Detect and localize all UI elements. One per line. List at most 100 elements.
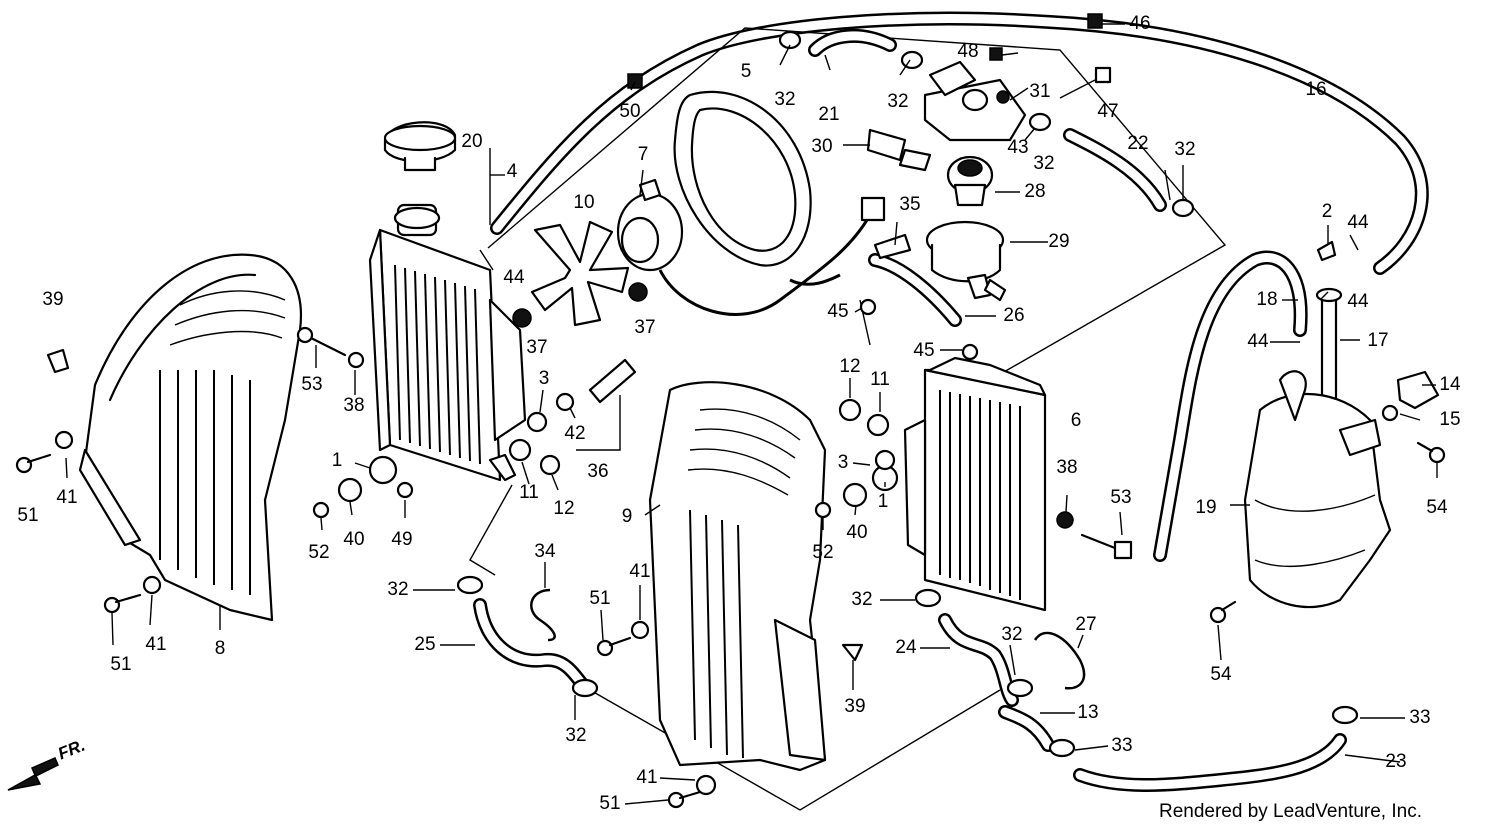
hose-clamp xyxy=(1048,738,1076,758)
callout-26: 26 xyxy=(1003,305,1024,326)
nut xyxy=(526,411,548,433)
temp-switch xyxy=(588,358,637,404)
bolt xyxy=(989,47,1003,61)
bolt xyxy=(596,636,632,657)
callout-32: 32 xyxy=(887,91,908,112)
callout-32: 32 xyxy=(565,725,586,746)
grommet xyxy=(630,620,650,640)
callout-28: 28 xyxy=(1024,181,1045,202)
callout-51: 51 xyxy=(589,588,610,609)
nut xyxy=(627,73,643,89)
callout-37: 37 xyxy=(634,317,655,338)
wiring-harness xyxy=(658,196,886,316)
callout-46: 46 xyxy=(1129,13,1150,34)
thermostat-housing xyxy=(866,60,1027,172)
pump-cover xyxy=(925,220,1007,302)
callout-51: 51 xyxy=(17,505,38,526)
credit-text: Rendered by LeadVenture, Inc. xyxy=(1158,801,1422,822)
hose-clamp xyxy=(571,678,599,698)
callout-47: 47 xyxy=(1097,101,1118,122)
callout-36: 36 xyxy=(587,461,608,482)
bolt xyxy=(312,501,330,519)
callout-25: 25 xyxy=(414,634,435,655)
grommet xyxy=(347,351,365,369)
pin xyxy=(841,643,864,662)
hose-clamp xyxy=(1028,112,1052,132)
hose-18 xyxy=(1153,250,1308,562)
washer xyxy=(838,398,862,422)
callout-52: 52 xyxy=(812,542,833,563)
right-shroud xyxy=(648,381,827,772)
callout-1: 1 xyxy=(878,491,889,512)
callout-34: 34 xyxy=(534,541,556,562)
nut xyxy=(874,449,896,471)
callout-8: 8 xyxy=(215,638,226,659)
callout-50: 50 xyxy=(619,101,640,122)
bolt xyxy=(1094,66,1112,84)
reservoir-tube xyxy=(1315,287,1343,407)
callout-18: 18 xyxy=(1256,289,1277,310)
bolt xyxy=(103,593,142,614)
hose-clamp xyxy=(914,588,942,608)
callout-12: 12 xyxy=(839,356,860,377)
callout-17: 17 xyxy=(1367,330,1388,351)
callout-7: 7 xyxy=(638,144,649,165)
hardware xyxy=(15,13,1446,809)
bolt xyxy=(667,790,702,809)
left-radiator xyxy=(368,203,527,482)
callout-11: 11 xyxy=(870,369,890,390)
callout-35: 35 xyxy=(899,194,920,215)
joint xyxy=(1316,240,1337,262)
callout-27: 27 xyxy=(1075,614,1096,635)
fan-blade xyxy=(530,220,630,327)
callout-1: 1 xyxy=(332,450,343,471)
bolt xyxy=(296,326,347,357)
callout-40: 40 xyxy=(343,529,364,550)
callout-43: 43 xyxy=(1007,137,1028,158)
callout-37: 37 xyxy=(526,337,547,358)
callout-24: 24 xyxy=(895,637,917,658)
washer xyxy=(1381,404,1399,422)
bolt xyxy=(396,481,414,499)
hose-clamp xyxy=(1171,198,1195,218)
callout-54: 54 xyxy=(1210,664,1232,685)
callout-5: 5 xyxy=(741,61,752,82)
callout-11: 11 xyxy=(519,482,539,503)
callout-12: 12 xyxy=(553,498,574,519)
callout-6: 6 xyxy=(1071,410,1082,431)
clip xyxy=(996,90,1010,104)
callout-51: 51 xyxy=(599,793,620,814)
callout-22: 22 xyxy=(1127,133,1148,154)
pin xyxy=(46,348,70,374)
collar xyxy=(842,482,868,508)
reserve-tank xyxy=(1243,370,1392,609)
bolt xyxy=(1416,441,1446,464)
collar xyxy=(337,477,363,503)
callout-3: 3 xyxy=(539,368,550,389)
callout-40: 40 xyxy=(846,522,867,543)
callout-33: 33 xyxy=(1111,735,1132,756)
callout-23: 23 xyxy=(1385,751,1406,772)
callout-labels: 46 48 47 16 5 32 21 32 31 50 30 43 32 22… xyxy=(17,13,1461,814)
callout-49: 49 xyxy=(391,529,412,550)
callout-53: 53 xyxy=(1110,487,1131,508)
fan-motor xyxy=(616,178,684,272)
callout-15: 15 xyxy=(1439,409,1460,430)
clip-34 xyxy=(530,588,556,642)
callout-4: 4 xyxy=(507,161,518,182)
bolt xyxy=(814,501,832,519)
grommet xyxy=(866,413,890,437)
tank-cap xyxy=(1396,370,1440,410)
nut xyxy=(512,308,532,328)
callout-19: 19 xyxy=(1195,497,1216,518)
callout-45: 45 xyxy=(827,301,848,322)
callout-48: 48 xyxy=(957,41,978,62)
grommet xyxy=(142,575,162,595)
hose-21 xyxy=(808,28,897,57)
callout-41: 41 xyxy=(56,487,77,508)
callout-44: 44 xyxy=(503,267,525,288)
callout-3: 3 xyxy=(838,452,849,473)
callout-32: 32 xyxy=(774,89,795,110)
callout-10: 10 xyxy=(573,192,594,213)
